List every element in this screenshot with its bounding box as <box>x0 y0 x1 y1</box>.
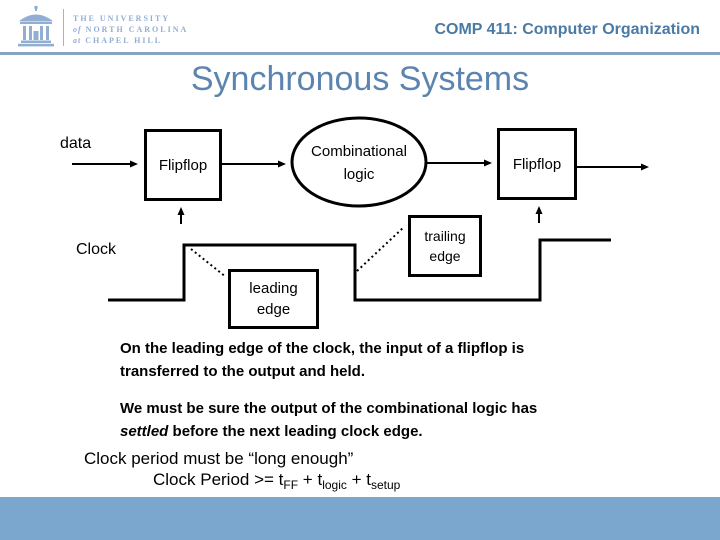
flipflop-left-box: Flipflop <box>144 129 222 201</box>
trailing-edge-callout-line <box>356 226 405 272</box>
clock-period-note: Clock period must be “long enough” <box>84 449 354 468</box>
explanation-paragraph-2: We must be sure the output of the combin… <box>120 400 538 440</box>
clock-waveform <box>108 238 611 302</box>
university-wordmark-line1: THE UNIVERSITY <box>73 14 171 23</box>
university-wordmark-line3: at CHAPEL HILL <box>73 36 163 45</box>
footer-bar <box>0 497 720 540</box>
university-wordmark: THE UNIVERSITY of NORTH CAROLINA at CHAP… <box>73 13 188 46</box>
leading-edge-callout-line <box>190 248 227 278</box>
explanation-paragraph-1: On the leading edge of the clock, the in… <box>120 340 525 380</box>
combinational-logic-label: Combinational logic <box>311 143 407 183</box>
course-title: COMP 411: Computer Organization <box>434 21 700 38</box>
data-label: data <box>60 135 92 152</box>
university-wordmark-line2: of NORTH CAROLINA <box>73 25 189 34</box>
page-title: Synchronous Systems <box>190 60 530 98</box>
clock-label: Clock <box>76 241 117 258</box>
clock-period-formula: Clock Period >= tFF + tlogic + tsetup <box>153 470 401 492</box>
old-well-icon <box>14 5 58 54</box>
trailing-edge-box: trailing edge <box>408 215 482 277</box>
flipflop-right-label: Flipflop <box>512 155 562 173</box>
flipflop-right-box: Flipflop <box>497 128 577 200</box>
header-rule <box>0 52 720 55</box>
leading-edge-box: leading edge <box>228 269 319 329</box>
logo-separator <box>63 9 64 46</box>
flipflop-left-label: Flipflop <box>158 156 208 174</box>
